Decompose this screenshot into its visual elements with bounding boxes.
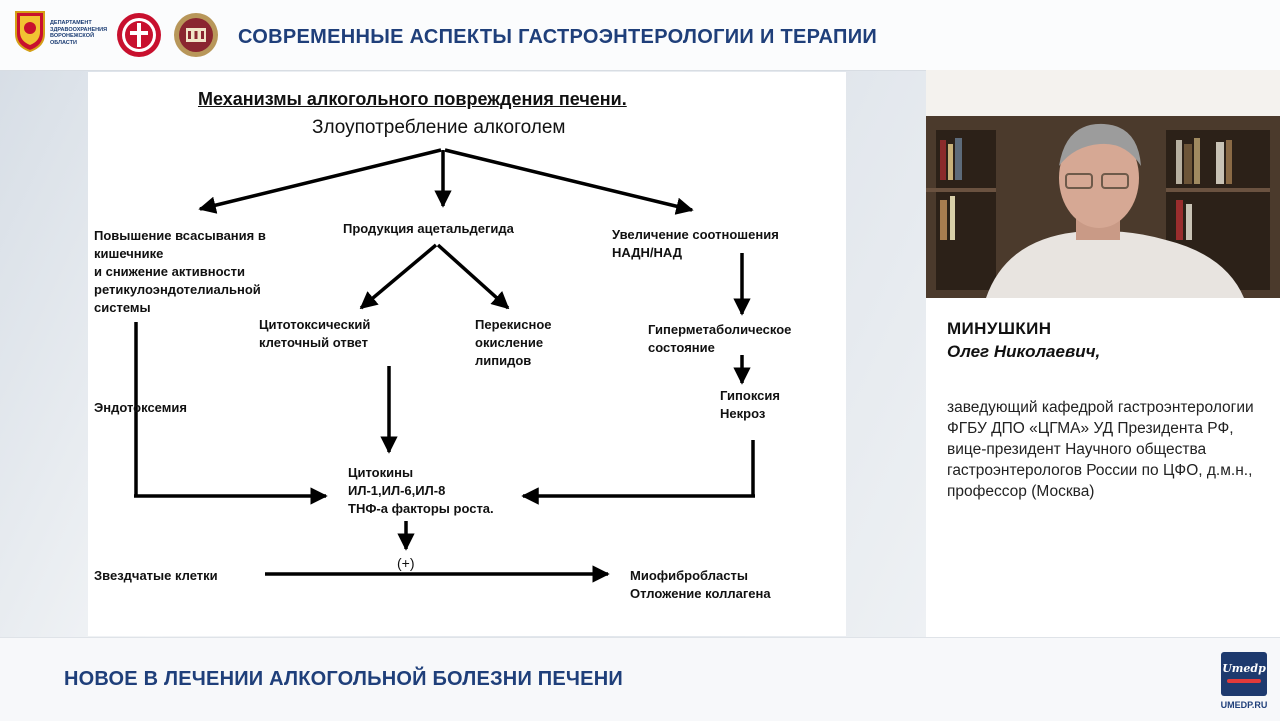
node-stellate: Звездчатые клетки	[94, 568, 218, 583]
node-peroxidation: Перекисное окисление липидов	[475, 317, 552, 368]
umedp-logo[interactable]: Umedp	[1221, 652, 1267, 696]
node-plus: (+)	[397, 555, 415, 571]
node-hypoxia: Гипоксия Некроз	[720, 388, 780, 421]
umedp-url[interactable]: UMEDP.RU	[1220, 700, 1268, 710]
medical-university-emblem-icon	[117, 13, 161, 57]
umedp-swoosh-icon	[1227, 679, 1261, 683]
slide-subtitle: Злоупотребление алкоголем	[312, 117, 566, 138]
arrow-to-absorption	[198, 148, 442, 214]
academy-emblem-icon	[174, 13, 218, 57]
header-bar: ДЕПАРТАМЕНТ ЗДРАВООХРАНЕНИЯ ВОРОНЕЖСКОЙ …	[0, 0, 1280, 71]
region-logo: ДЕПАРТАМЕНТ ЗДРАВООХРАНЕНИЯ ВОРОНЕЖСКОЙ …	[14, 10, 114, 58]
speaker-name: Олег Николаевич,	[947, 342, 1101, 361]
flow-arrows	[134, 148, 755, 583]
speaker-video-placeholder	[926, 70, 1280, 298]
node-absorption: Повышение всасывания в кишечнике и сниже…	[94, 228, 266, 315]
node-endotoxemia: Эндотоксемия	[94, 400, 187, 415]
node-cytokines: Цитокины ИЛ-1,ИЛ-6,ИЛ-8 ТНФ-а факторы ро…	[348, 465, 494, 516]
node-myofibroblasts: Миофибробласты Отложение коллагена	[630, 568, 771, 601]
slide-title: Механизмы алкогольного повреждения печен…	[198, 89, 627, 109]
node-nadh: Увеличение соотношения НАДН/НАД	[612, 227, 779, 260]
footer-bar: НОВОЕ В ЛЕЧЕНИИ АЛКОГОЛЬНОЙ БОЛЕЗНИ ПЕЧЕ…	[0, 637, 1280, 721]
arrow-to-peroxidation	[436, 243, 510, 310]
speaker-bio: заведующий кафедрой гастроэнтерологии ФГ…	[947, 399, 1254, 500]
coat-of-arms-icon	[15, 11, 45, 52]
speaker-surname: МИНУШКИН	[947, 319, 1052, 338]
conference-title: СОВРЕМЕННЫЕ АСПЕКТЫ ГАСТРОЭНТЕРОЛОГИИ И …	[238, 26, 878, 48]
umedp-logo-text: Umedp	[1222, 662, 1266, 675]
presentation-slide: Механизмы алкогольного повреждения печен…	[88, 72, 846, 636]
node-hypermetabolic: Гиперметаболическое состояние	[648, 322, 792, 355]
node-cytotoxic: Цитотоксический клеточный ответ	[259, 317, 371, 350]
arrow-to-cytotoxic	[359, 243, 438, 310]
node-acetaldehyde: Продукция ацетальдегида	[343, 221, 514, 236]
arrow-to-nadh	[444, 148, 694, 215]
lecture-title: НОВОЕ В ЛЕЧЕНИИ АЛКОГОЛЬНОЙ БОЛЕЗНИ ПЕЧЕ…	[64, 668, 623, 690]
speaker-info-panel: МИНУШКИН Олег Николаевич, заведующий каф…	[926, 298, 1280, 637]
speaker-video	[926, 70, 1280, 298]
region-text: ДЕПАРТАМЕНТ ЗДРАВООХРАНЕНИЯ ВОРОНЕЖСКОЙ …	[50, 20, 108, 46]
